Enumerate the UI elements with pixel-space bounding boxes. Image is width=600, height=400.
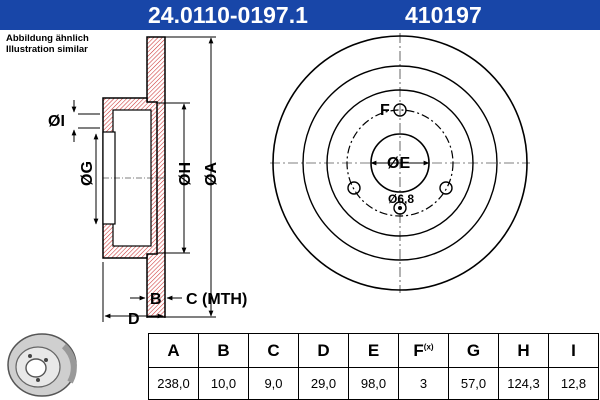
- label-dim-g: ØG: [79, 161, 96, 186]
- spec-header-d: D: [298, 333, 349, 368]
- spec-value-c: 9,0: [248, 367, 299, 400]
- label-dim-d: D: [128, 311, 140, 328]
- spec-header-f: F(x): [398, 333, 449, 368]
- spec-value-a: 238,0: [148, 367, 199, 400]
- brake-disc-icon: [7, 333, 77, 397]
- spec-value-b: 10,0: [198, 367, 249, 400]
- spec-header-g: G: [448, 333, 499, 368]
- technical-drawing: ØI ØG ØH ØA B C (MTH) D F ØE Ø6,8: [48, 33, 530, 328]
- spec-header-row: A B C D E F(x) G H I: [148, 333, 599, 368]
- label-dim-e: ØE: [387, 155, 410, 172]
- illustration-note-de: Abbildung ähnlich: [6, 33, 89, 44]
- spec-header-c: C: [248, 333, 299, 368]
- spec-header-f-letter: F: [413, 340, 424, 360]
- spec-table: A B C D E F(x) G H I 238,0 10,0 9,0 29,0…: [148, 333, 599, 400]
- spec-header-h: H: [498, 333, 549, 368]
- illustration-note-en: Illustration similar: [6, 44, 88, 55]
- label-f: F: [380, 102, 390, 119]
- spec-value-e: 98,0: [348, 367, 399, 400]
- title-bar: 24.0110-0197.1 410197: [0, 0, 600, 30]
- label-dim-c: C (MTH): [186, 291, 247, 308]
- spec-value-f: 3: [398, 367, 449, 400]
- spec-value-i: 12,8: [548, 367, 599, 400]
- spec-header-a: A: [148, 333, 199, 368]
- dimension-lines: [71, 36, 216, 322]
- spec-header-b: B: [198, 333, 249, 368]
- spec-header-f-suffix: (x): [423, 341, 434, 351]
- spec-header-e: E: [348, 333, 399, 368]
- spec-table-area: A B C D E F(x) G H I 238,0 10,0 9,0 29,0…: [0, 330, 600, 400]
- label-bolt-hole: Ø6,8: [388, 192, 414, 206]
- spec-value-h: 124,3: [498, 367, 549, 400]
- disc-front-view: [270, 33, 530, 293]
- spec-value-d: 29,0: [298, 367, 349, 400]
- label-dim-a: ØA: [203, 162, 220, 186]
- part-number: 24.0110-0197.1: [148, 2, 308, 28]
- spec-header-i: I: [548, 333, 599, 368]
- label-dim-b: B: [150, 291, 162, 308]
- spec-value-g: 57,0: [448, 367, 499, 400]
- label-dim-i: ØI: [48, 113, 65, 130]
- disc-cross-section: [102, 36, 166, 318]
- label-dim-h: ØH: [177, 162, 194, 186]
- spec-value-row: 238,0 10,0 9,0 29,0 98,0 3 57,0 124,3 12…: [148, 367, 599, 400]
- short-number: 410197: [405, 2, 482, 28]
